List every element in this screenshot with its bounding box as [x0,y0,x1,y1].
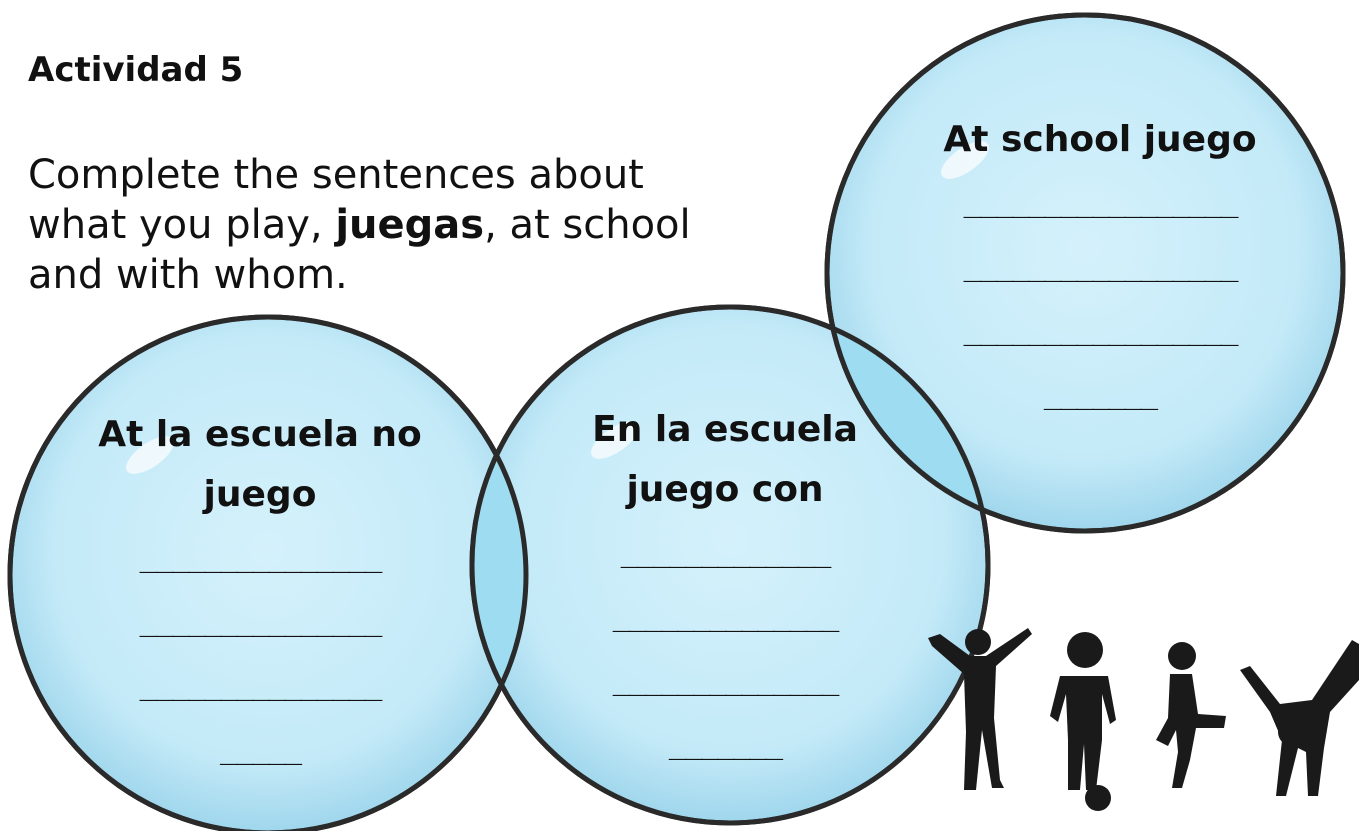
children-playing-silhouettes-icon [928,628,1359,811]
kid-2-body [1050,676,1116,790]
answer-blank[interactable]: _______________ [139,667,383,702]
answer-blank[interactable]: _______________ [139,539,383,574]
kid-3-body [1156,674,1226,788]
circle-middle-heading-1: En la escuela [592,409,858,450]
instruction-text-1: Complete the sentences about what you pl… [28,152,644,248]
circle-right-heading: At school juego [943,119,1257,160]
kid-4-body [1240,640,1359,796]
answer-blank[interactable]: _____________ [620,534,832,569]
answer-blank[interactable]: _______ [668,726,783,761]
activity-instructions: Complete the sentences about what you pl… [28,150,728,300]
answer-blank[interactable]: ______________ [612,598,840,633]
answer-blank[interactable]: _________________ [963,312,1238,347]
kid-1-body [928,628,1032,790]
answer-blank[interactable]: _______________ [139,603,383,638]
answer-blank[interactable]: _________________ [963,184,1238,219]
circle-middle-content: En la escuela juego con _____________ __… [540,400,910,776]
kid-1-head [965,629,991,655]
circle-middle-heading-2: juego con [626,469,824,510]
circle-left-content: At la escuela no juego _______________ _… [70,405,450,781]
circle-right-content: At school juego _________________ ______… [900,110,1300,426]
circle-left-heading-2: juego [203,474,317,515]
activity-title: Actividad 5 [28,50,244,90]
circle-left-heading-1: At la escuela no [98,414,422,455]
answer-blank[interactable]: _____ [219,731,302,766]
instruction-text-2: , at school and with whom. [28,202,691,298]
instruction-keyword: juegas [335,202,485,248]
answer-blank[interactable]: _________________ [963,248,1238,283]
answer-blank[interactable]: _______ [1043,376,1158,411]
ball [1085,785,1111,811]
answer-blank[interactable]: ______________ [612,662,840,697]
kid-2-head [1067,632,1103,668]
kid-3-head [1168,642,1196,670]
